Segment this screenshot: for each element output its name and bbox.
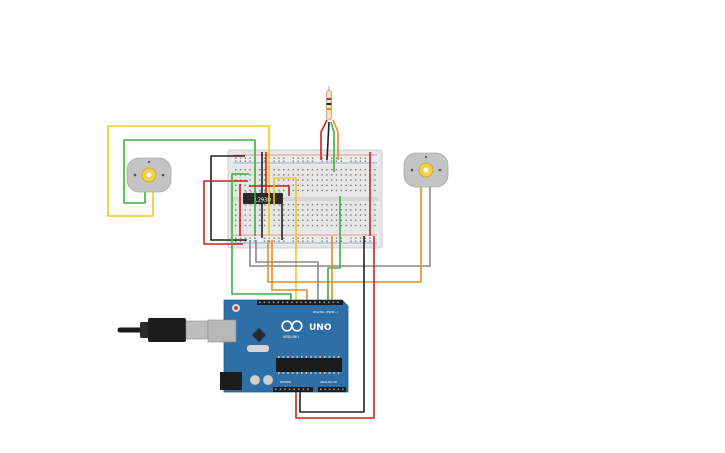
power-jack	[220, 372, 242, 390]
uno-label: UNO	[309, 323, 332, 333]
wire-yellow-left-motor[interactable]	[107, 125, 270, 236]
led-resistor[interactable]	[326, 86, 332, 121]
arduino-logo-icon	[281, 320, 303, 332]
l293d-chip[interactable]: L293D	[243, 191, 283, 206]
power-header	[273, 387, 313, 392]
wire-green-led[interactable]	[330, 121, 335, 172]
arduino-uno-board[interactable]: UNO ARDUINO DIGITAL (PWM~) POWER ANALOG …	[207, 299, 349, 393]
wire-orange-right-motor[interactable]	[267, 186, 422, 283]
usb-cable[interactable]	[117, 318, 209, 342]
wire-green-right[interactable]	[327, 196, 341, 302]
arduino-brand-label: ARDUINO	[283, 335, 299, 339]
analog-header	[318, 387, 346, 392]
wire-green-left-motor[interactable]	[123, 139, 256, 236]
right-dc-motor[interactable]	[403, 152, 449, 188]
usb-port	[207, 319, 237, 343]
atmega-chip	[276, 358, 342, 372]
analog-in-label: ANALOG IN	[320, 380, 337, 384]
wire-red-led[interactable]	[320, 119, 328, 160]
chip-label: L293D	[255, 198, 271, 204]
wire-gray-arduino[interactable]	[255, 240, 319, 302]
wire-red-left[interactable]	[203, 180, 248, 245]
power-label: POWER	[280, 380, 291, 384]
wire-black-power[interactable]	[299, 236, 365, 413]
wire-yellow-chip[interactable]	[273, 177, 297, 302]
wire-green-to-arduino[interactable]	[231, 173, 292, 302]
wire-orange-led[interactable]	[332, 119, 339, 160]
digital-header	[257, 300, 343, 305]
wire-black-left[interactable]	[210, 155, 247, 241]
digital-pwm-label: DIGITAL (PWM~)	[313, 310, 338, 314]
wire-red-power[interactable]	[295, 236, 375, 419]
wire-black-led[interactable]	[326, 121, 330, 161]
wire-orange-arduino[interactable]	[271, 240, 308, 302]
left-dc-motor[interactable]	[126, 157, 172, 193]
